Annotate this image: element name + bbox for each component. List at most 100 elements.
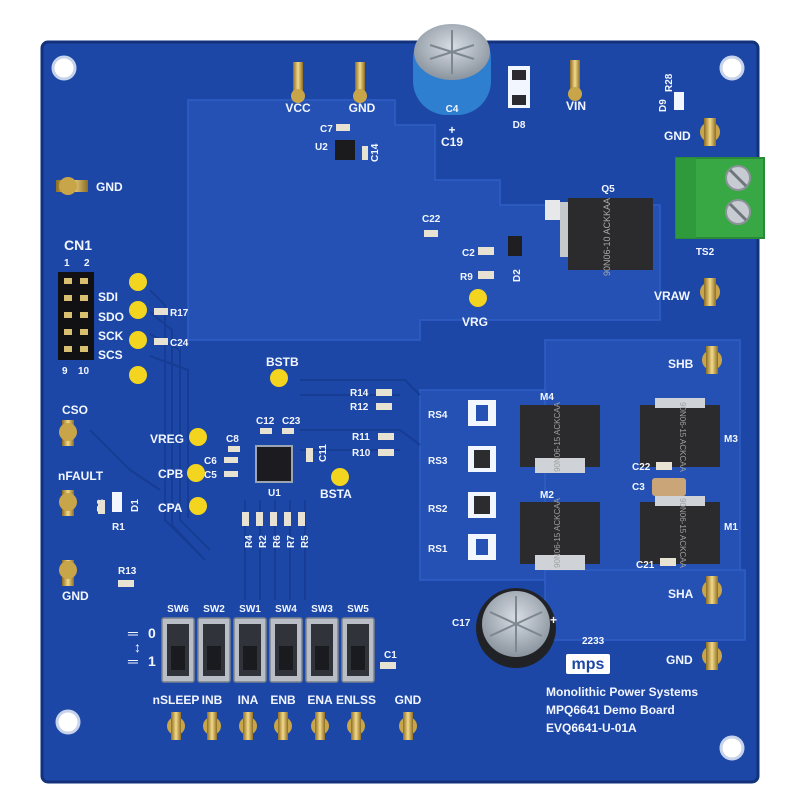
company-name: Monolithic Power Systems (546, 685, 698, 699)
label-sdi: SDI (98, 290, 118, 304)
pin-vcc[interactable]: VCC (285, 62, 311, 115)
label-vcc: VCC (285, 101, 311, 115)
ref-r5: R5 (300, 535, 311, 548)
switch-sw6[interactable]: SW6 (161, 604, 195, 683)
pin-label: ENA (307, 693, 333, 707)
label-cn1: CN1 (64, 237, 92, 253)
pin-ena[interactable]: ENA (307, 693, 333, 740)
pin-nsleep[interactable]: nSLEEP (153, 693, 200, 740)
passives-vraw: C22 C2 D2 R9 (422, 214, 523, 283)
spi-testpoints[interactable] (129, 273, 147, 384)
label-gnd-right-top: GND (664, 129, 691, 143)
m1-marking: 90N06-15 ACKCAA (678, 498, 687, 568)
label-cso: CSO (62, 403, 88, 417)
testpoint-bsta[interactable]: BSTA (320, 468, 352, 501)
ref-rs2: RS2 (428, 504, 448, 515)
ref-d8: D8 (513, 120, 526, 131)
pin-gnd-right-bottom[interactable]: GND (666, 642, 722, 670)
ref-r2: R2 (258, 535, 269, 548)
ref-u1: U1 (268, 488, 281, 499)
ref-c6: C6 (204, 456, 217, 467)
testpoint-cpb[interactable]: CPB (158, 464, 205, 482)
label-sha: SHA (668, 587, 694, 601)
ref-r1: R1 (112, 522, 125, 533)
switch-label: SW4 (275, 604, 297, 615)
ref-d1: D1 (130, 499, 141, 512)
ref-r13: R13 (118, 566, 137, 577)
ref-r7: R7 (286, 535, 297, 548)
switch-label: SW2 (203, 604, 225, 615)
switch-updown-icon: ↕ (134, 639, 141, 655)
ref-m1: M1 (724, 522, 738, 533)
ref-c23: C23 (282, 416, 301, 427)
label-gnd-top: GND (349, 101, 376, 115)
switch-bank[interactable]: SW6 SW2 SW1 SW4 SW3 SW5 (161, 604, 375, 683)
diode-d9: D9 R28 (658, 73, 684, 112)
switch-label: SW1 (239, 604, 261, 615)
label-shb: SHB (668, 357, 694, 371)
switch-sw1[interactable]: SW1 (233, 604, 267, 683)
pin-vraw[interactable]: VRAW (654, 278, 720, 306)
mosfet-m3: 90N06-15 ACKCAA M3 (640, 398, 738, 473)
pin-label: nSLEEP (153, 693, 200, 707)
logo-text: mps (572, 656, 605, 673)
ref-c24: C24 (170, 338, 189, 349)
copper-plane-vin (187, 99, 661, 341)
switch-sw3[interactable]: SW3 (305, 604, 339, 683)
testpoint-cpa[interactable]: CPA (158, 497, 207, 515)
pin-nfault[interactable]: nFAULT (58, 469, 104, 516)
label-cn1-pin2: 2 (84, 258, 90, 269)
ref-c14: C14 (370, 143, 381, 162)
label-sdo: SDO (98, 310, 124, 324)
ref-r12: R12 (350, 402, 369, 413)
ref-r17: R17 (170, 308, 189, 319)
pin-cso[interactable]: CSO (59, 403, 88, 446)
ref-rs1: RS1 (428, 544, 448, 555)
pin-enb[interactable]: ENB (270, 693, 296, 740)
ref-r11: R11 (352, 432, 370, 443)
label-bsta: BSTA (320, 487, 352, 501)
ref-c19: C19 (441, 135, 463, 149)
pin-label: INB (202, 693, 223, 707)
switch-sw5[interactable]: SW5 (341, 604, 375, 683)
testpoint-bstb[interactable]: BSTB (266, 355, 299, 387)
testpoint-vreg[interactable]: VREG (150, 428, 207, 446)
switch-label: SW6 (167, 604, 189, 615)
label-level-0: 0 (148, 625, 156, 641)
label-cpa: CPA (158, 501, 183, 515)
pin-enlss[interactable]: ENLSS (336, 693, 376, 740)
ref-c22-top: C22 (422, 214, 441, 225)
switch-sw4[interactable]: SW4 (269, 604, 303, 683)
pin-gnd[interactable]: GND (395, 693, 422, 740)
ref-r14: R14 (350, 388, 369, 399)
testpoint-vrg[interactable]: VRG (462, 289, 488, 329)
ref-r6: R6 (272, 535, 283, 548)
pin-inb[interactable]: INB (202, 693, 223, 740)
board-code: 2233 (582, 636, 605, 647)
pin-sha[interactable]: SHA (668, 576, 722, 604)
pin-ina[interactable]: INA (238, 693, 259, 740)
resistors-r14-r10: R14 R12 R11 R10 (350, 388, 394, 459)
header-cn1[interactable]: CN1 1 2 9 10 SDI SDO SCK SCS (58, 237, 124, 377)
pin-gnd-left-bottom[interactable]: GND (59, 560, 89, 603)
pin-shb[interactable]: SHB (668, 346, 722, 374)
ref-r9: R9 (460, 272, 473, 283)
pin-gnd-top[interactable]: GND (349, 62, 376, 115)
pin-gnd-right-top[interactable]: GND (664, 118, 720, 146)
capacitor-c19: C4 C19 + (413, 24, 491, 149)
pin-gnd-left-top[interactable]: GND (56, 177, 123, 195)
switch-label: SW5 (347, 604, 369, 615)
label-vraw: VRAW (654, 289, 691, 303)
switch-sw2[interactable]: SW2 (197, 604, 231, 683)
product-name: MPQ6641 Demo Board (546, 703, 675, 717)
ref-r28: R28 (664, 73, 675, 92)
m2-marking: 90N06-15 ACKCAA (553, 497, 562, 567)
q5-marking: 90N06-10 ACKKAA (602, 198, 612, 276)
passives-right: C22 C3 C21 (632, 462, 686, 571)
pin-vin[interactable]: VIN (566, 60, 586, 113)
terminal-ts2[interactable]: TS2 (675, 157, 765, 258)
pin-label: ENB (270, 693, 296, 707)
ref-c5: C5 (204, 470, 217, 481)
ref-c3: C3 (632, 482, 645, 493)
